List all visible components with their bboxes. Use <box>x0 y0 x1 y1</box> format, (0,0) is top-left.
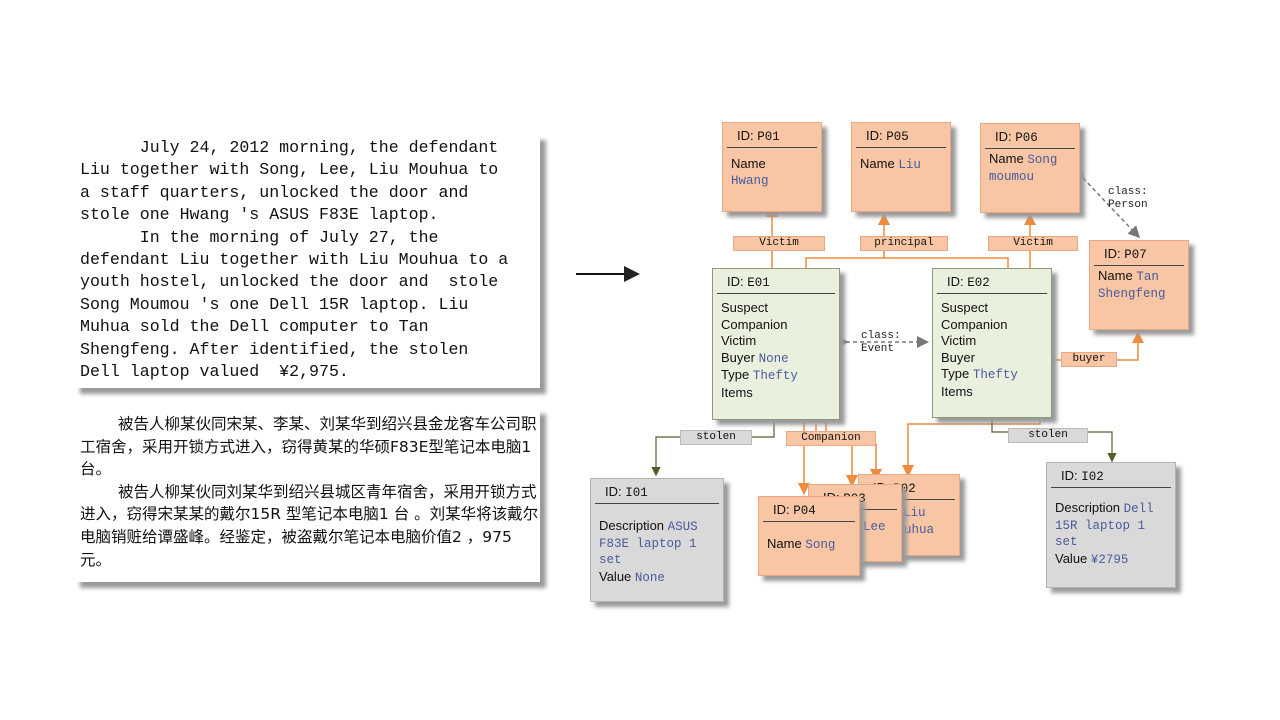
label-principal: principal <box>860 236 948 251</box>
class-person-label: class: Person <box>1108 186 1148 211</box>
class-event-label: class: Event <box>861 330 901 355</box>
node-p04: ID: P04 Name Song <box>758 496 860 576</box>
node-p05: ID: P05 Name Liu <box>851 122 951 212</box>
label-companion: Companion <box>786 431 876 446</box>
class-person-arrow <box>1072 167 1141 239</box>
english-text-panel: July 24, 2012 morning, the defendant Liu… <box>74 134 540 388</box>
label-victim-1: Victim <box>733 236 825 251</box>
node-e01: ID: E01 Suspect Companion Victim Buyer N… <box>712 268 840 420</box>
chinese-paragraph-1: 被告人柳某伙同宋某、李某、刘某华到绍兴县金龙客车公司职工宿舍，采用开锁方式进入，… <box>80 415 537 479</box>
node-p07: ID: P07 Name Tan Shengfeng <box>1089 240 1189 330</box>
node-i01: ID: I01 Description ASUS F83E laptop 1 s… <box>590 478 724 602</box>
node-p06: ID: P06 Name Song moumou <box>980 123 1080 213</box>
english-text: July 24, 2012 morning, the defendant Liu… <box>80 138 509 382</box>
label-buyer: buyer <box>1061 352 1117 367</box>
chinese-text-panel: 被告人柳某伙同宋某、李某、刘某华到绍兴县金龙客车公司职工宿舍，采用开锁方式进入，… <box>74 408 540 582</box>
node-i02: ID: I02 Description Dell 15R laptop 1 se… <box>1046 462 1176 588</box>
label-victim-2: Victim <box>988 236 1078 251</box>
node-e02: ID: E02 Suspect Companion Victim Buyer T… <box>932 268 1052 418</box>
label-stolen-2: stolen <box>1008 428 1088 443</box>
node-p01: ID: P01 Name Hwang <box>722 122 822 212</box>
label-stolen-1: stolen <box>680 430 752 445</box>
chinese-paragraph-2: 被告人柳某伙同刘某华到绍兴县城区青年宿舍，采用开锁方式进入，窃得宋某某的戴尔15… <box>80 482 539 569</box>
